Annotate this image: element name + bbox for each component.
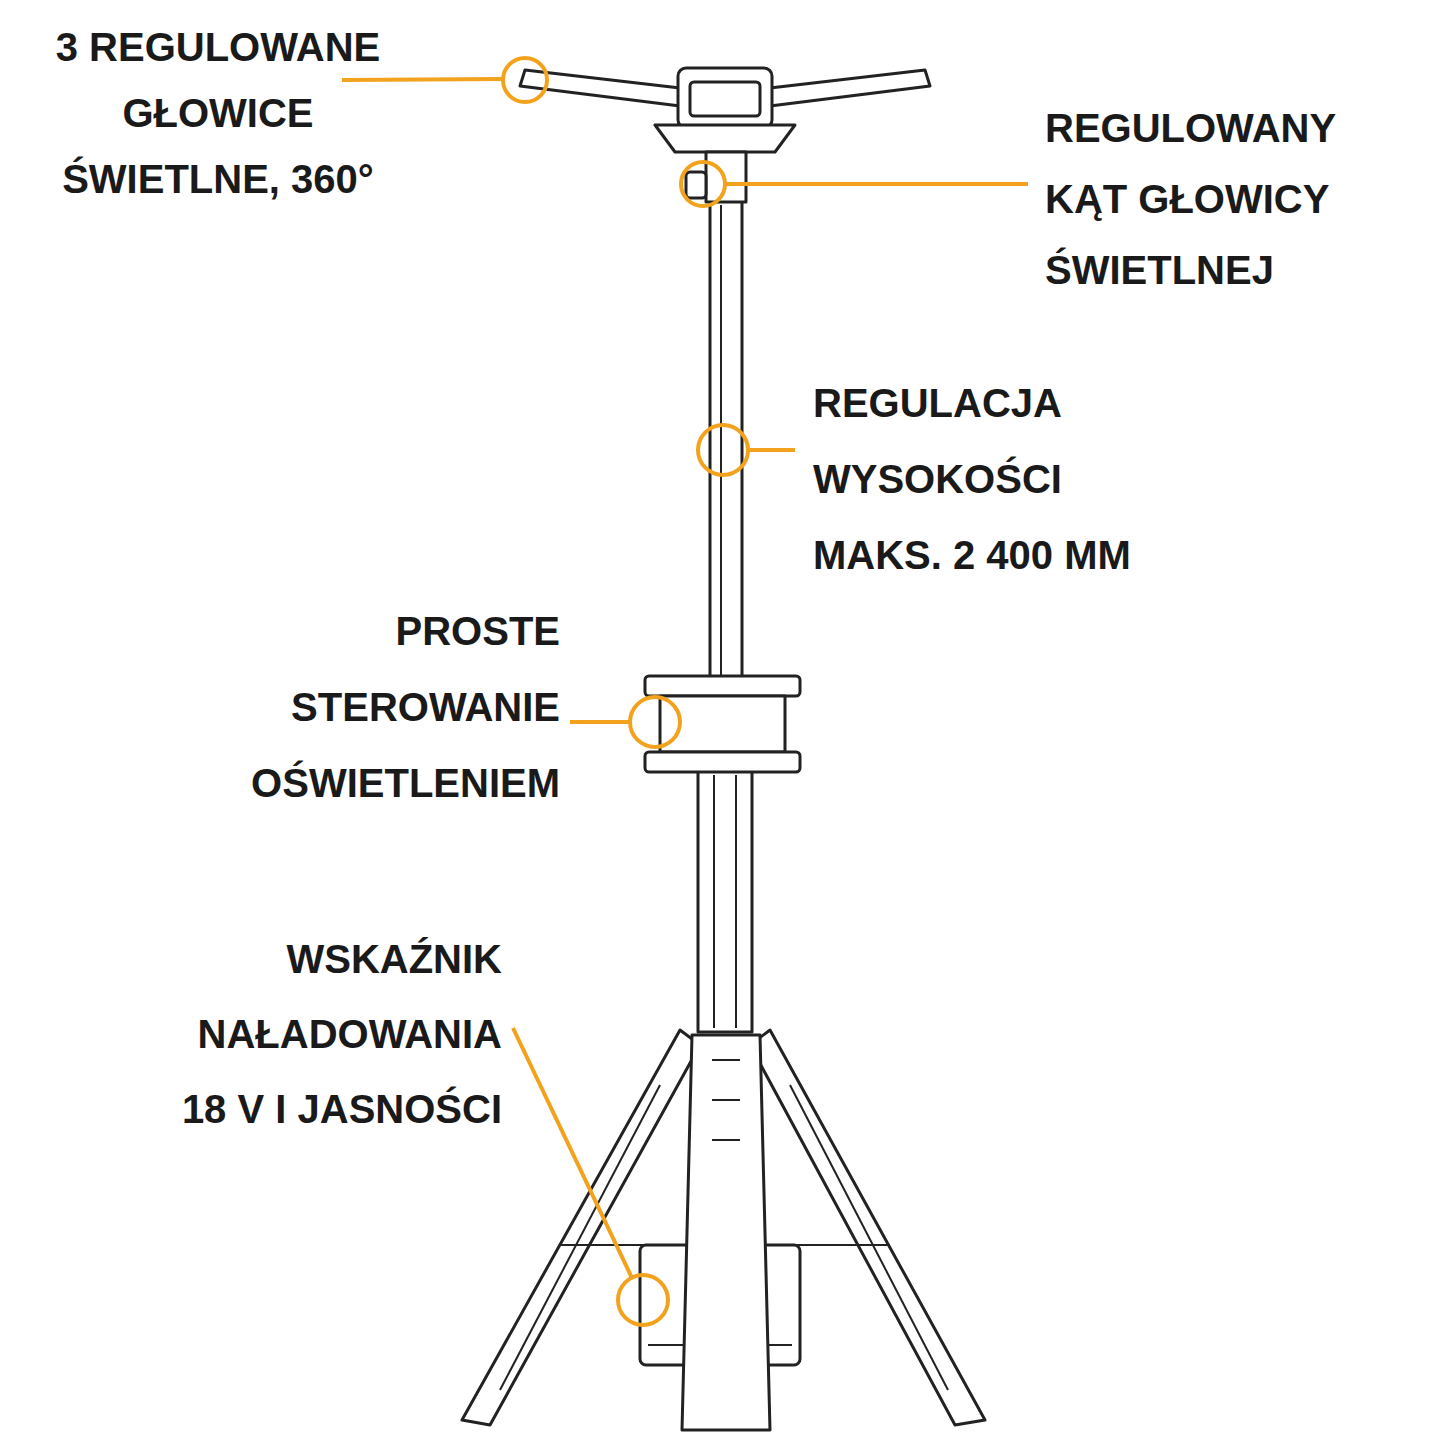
callout-circle — [681, 162, 725, 206]
leader-line — [513, 1028, 632, 1278]
control-housing — [645, 676, 800, 696]
lamp-drawing — [462, 68, 985, 1430]
callout-label: REGULOWANY KĄT GŁOWICY ŚWIETLNEJ — [1045, 93, 1390, 306]
angle-knob — [686, 172, 706, 198]
leg-detail — [790, 1085, 948, 1390]
head-base — [655, 125, 795, 152]
callout-label: WSKAŹNIK NAŁADOWANIA 18 V I JASNOŚCI — [152, 922, 502, 1147]
leg-detail — [712, 1139, 740, 1141]
upper-pole — [710, 200, 742, 680]
lower-pole — [698, 770, 752, 1032]
callout-label: PROSTE STEROWANIE OŚWIETLENIEM — [215, 593, 560, 821]
leg-detail — [500, 1085, 660, 1390]
angle-hinge — [706, 152, 746, 202]
callout-label: 3 REGULOWANE GŁOWICE ŚWIETLNE, 360° — [28, 14, 408, 212]
callout-circle — [698, 425, 748, 475]
leader-line — [725, 182, 1028, 186]
control-housing — [645, 752, 800, 772]
pole-detail — [720, 205, 722, 676]
front-leg — [682, 1035, 770, 1430]
pole-detail — [713, 775, 715, 1028]
light-head-panel — [690, 82, 760, 116]
light-head-arm — [770, 70, 930, 106]
leg-detail — [712, 1099, 740, 1101]
leg-detail — [712, 1059, 740, 1061]
leader-line — [570, 720, 630, 724]
leader-line — [342, 79, 503, 80]
light-head-body — [678, 68, 772, 128]
callout-label: REGULACJA WYSOKOŚCI MAKS. 2 400 MM — [813, 365, 1148, 593]
pole-detail — [735, 775, 737, 1028]
callout-circle — [630, 697, 680, 747]
callout-circle — [503, 58, 547, 102]
callout-circle — [618, 1275, 668, 1325]
leader-line — [748, 448, 795, 452]
